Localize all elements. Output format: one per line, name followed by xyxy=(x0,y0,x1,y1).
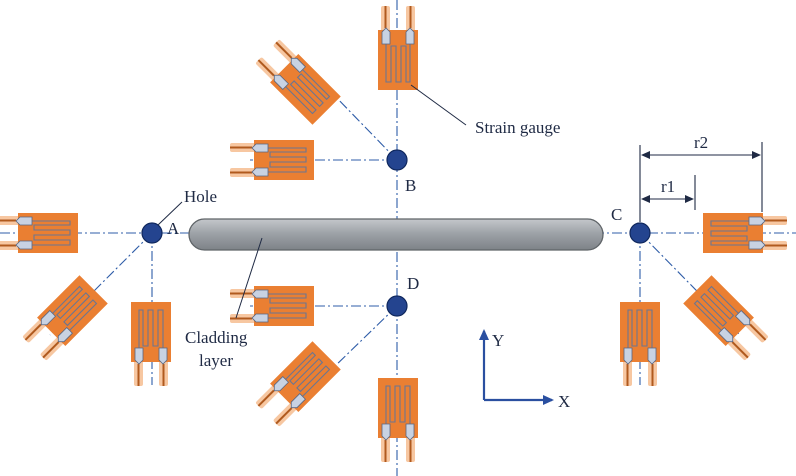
solder-pad xyxy=(251,313,269,323)
solder-pad xyxy=(134,347,144,365)
gauge-grid xyxy=(262,147,307,173)
gauge-backing xyxy=(131,302,171,362)
solder-pad xyxy=(290,392,306,409)
solder-pad xyxy=(748,240,766,250)
strain-gauge-d-horizontal xyxy=(230,286,314,326)
strain-gauge-c-diagonal xyxy=(683,275,768,360)
gauge-backing xyxy=(37,275,108,346)
solder-pad xyxy=(15,240,33,250)
holes xyxy=(141,149,651,317)
gauge-grid xyxy=(26,220,71,246)
y-axis-label: Y xyxy=(492,331,504,350)
solder-pad xyxy=(251,289,269,299)
lead-wire xyxy=(275,407,293,425)
cladding-label-line1: Cladding xyxy=(185,328,248,347)
hole-a xyxy=(141,222,163,244)
hole-b xyxy=(386,149,408,171)
gauge-backing xyxy=(620,302,660,362)
solder-pad xyxy=(734,310,751,326)
point-c-label: C xyxy=(611,205,622,224)
hole-a-diagonal-line xyxy=(49,232,153,336)
r2-label: r2 xyxy=(694,133,708,152)
hole-c-diagonal-line xyxy=(639,232,741,336)
gauge-grid xyxy=(627,309,653,354)
cladding-leader xyxy=(235,237,263,319)
solder-pad xyxy=(381,27,391,45)
gauge-grid xyxy=(138,309,164,354)
lead-wire xyxy=(42,341,60,359)
gauge-grid xyxy=(710,220,755,246)
gauge-backing xyxy=(378,30,418,90)
radius-dimensions xyxy=(639,142,763,222)
strain-gauge-top xyxy=(378,6,418,90)
strain-gauge-left xyxy=(0,213,78,253)
hole-leader xyxy=(157,201,183,226)
lead-wire xyxy=(749,323,767,341)
gauge-grid xyxy=(280,64,331,115)
strain-gauge-a-vertical xyxy=(131,302,171,386)
gauge-grid xyxy=(385,38,411,83)
strain-gauge-d-diagonal xyxy=(256,341,341,426)
x-axis-label: X xyxy=(558,392,570,411)
solder-pad xyxy=(57,326,73,343)
lead-wire xyxy=(731,341,749,359)
solder-pad xyxy=(623,347,633,365)
solder-pad xyxy=(647,347,657,365)
lead-wire xyxy=(257,389,275,407)
solder-pad xyxy=(251,167,269,177)
gauge-grid xyxy=(385,385,411,430)
cladding-label-line2: layer xyxy=(199,351,233,370)
strain-gauge-b-diagonal xyxy=(256,40,341,125)
hole-c xyxy=(629,222,651,244)
lead-wire xyxy=(275,41,293,59)
xy-axes: X Y xyxy=(479,329,570,411)
solder-pad xyxy=(251,143,269,153)
solder-pad xyxy=(718,326,734,343)
solder-pad xyxy=(273,376,290,392)
lead-wire xyxy=(24,323,42,341)
strain-gauge-label: Strain gauge xyxy=(475,118,560,137)
hole-label: Hole xyxy=(184,187,217,206)
gauge-grid xyxy=(262,293,307,319)
gauge-backing xyxy=(270,341,341,412)
solder-pad xyxy=(273,74,290,90)
solder-pad xyxy=(748,216,766,226)
solder-pad xyxy=(381,423,391,441)
solder-pad xyxy=(290,57,306,74)
gauge-backing xyxy=(270,54,341,125)
solder-pad xyxy=(40,310,57,326)
hole-d xyxy=(386,295,408,317)
gauge-grid xyxy=(693,285,744,336)
gauge-backing xyxy=(378,378,418,438)
solder-pad xyxy=(158,347,168,365)
gauge-backing xyxy=(683,275,754,346)
cladding-layer-bar xyxy=(188,218,604,251)
strain-gauge-c-horizontal xyxy=(703,213,787,253)
strain-gauge-c-vertical xyxy=(620,302,660,386)
strain-gauge-b-horizontal xyxy=(230,140,314,180)
point-a-label: A xyxy=(167,219,180,238)
point-b-label: B xyxy=(405,176,416,195)
strain-gauges xyxy=(0,6,787,462)
solder-pad xyxy=(405,423,415,441)
strain-gauge-a-diagonal xyxy=(23,275,108,360)
r1-label: r1 xyxy=(661,177,675,196)
solder-pad xyxy=(15,216,33,226)
lead-wire xyxy=(257,59,275,77)
point-d-label: D xyxy=(407,274,419,293)
strain-gauge-bottom xyxy=(378,378,418,462)
solder-pad xyxy=(405,27,415,45)
gauge-grid xyxy=(47,285,98,336)
gauge-grid xyxy=(280,351,331,402)
strain-gauge-leader xyxy=(410,84,467,126)
